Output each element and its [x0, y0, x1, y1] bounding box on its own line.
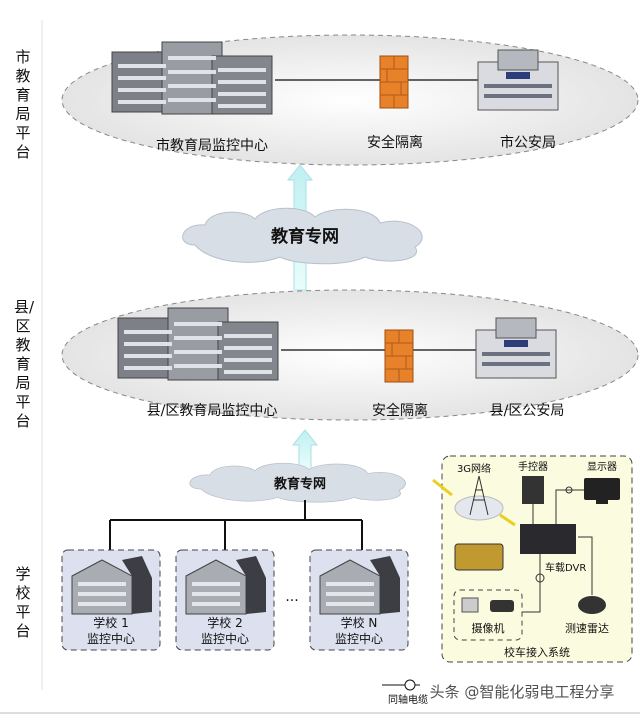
county-center-label: 县/区教育局监控中心 — [147, 403, 278, 419]
coax-legend-label: 同轴电缆 — [388, 693, 428, 706]
wireless-signal-icon — [499, 513, 516, 527]
controller-label: 手控器 — [518, 460, 548, 473]
city-isolation-label: 安全隔离 — [367, 134, 423, 151]
firewall-icon — [384, 329, 414, 383]
county-platform-label: 县/区教育局平台 — [14, 298, 35, 430]
display-icon — [584, 478, 620, 500]
connection-lines — [522, 486, 593, 613]
uplink-arrow — [291, 429, 319, 471]
school-box — [309, 549, 409, 651]
3g-tower-icon — [454, 475, 504, 521]
school-center: 监控中心 — [335, 631, 383, 646]
speed-radar-icon — [578, 596, 606, 614]
camera-icon — [461, 597, 479, 613]
camera-group-box — [453, 589, 523, 641]
city-police-label: 市公安局 — [500, 134, 556, 151]
controller-icon — [522, 476, 544, 504]
radar-label: 测速雷达 — [565, 622, 609, 635]
camera-label: 摄像机 — [472, 621, 505, 635]
school-box — [175, 549, 275, 651]
school-box — [61, 549, 161, 651]
firewall-icon — [379, 55, 409, 109]
wireless-signal-icon — [432, 478, 453, 497]
city-center-label: 市教育局监控中心 — [156, 137, 268, 154]
more-schools-ellipsis: ··· — [285, 593, 298, 609]
3g-network-label: 3G网络 — [457, 462, 491, 475]
coax-legend-symbol — [382, 679, 420, 691]
county-police-label: 县/区公安局 — [490, 403, 565, 419]
school-link-lines — [109, 500, 363, 550]
dvr-label: 车载DVR — [545, 561, 586, 574]
vehicle-dvr-icon — [520, 524, 576, 554]
school-bus-icon — [454, 543, 504, 571]
county-isolation-label: 安全隔离 — [372, 402, 428, 419]
display-label: 显示器 — [587, 461, 617, 473]
school-name: 学校 1 — [93, 615, 128, 630]
camera-icon — [490, 600, 514, 612]
bus-system-title: 校车接入系统 — [504, 645, 570, 659]
school-platform-label: 学校平台 — [15, 565, 31, 640]
school-center: 监控中心 — [201, 631, 249, 646]
school-name: 学校 N — [341, 615, 378, 630]
school-center: 监控中心 — [87, 631, 135, 646]
city-platform-label: 市教育局平台 — [15, 48, 31, 161]
upper-network-label: 教育专网 — [270, 226, 339, 247]
lower-network-label: 教育专网 — [273, 476, 326, 492]
watermark: 头条 @智能化弱电工程分享 — [430, 683, 615, 701]
school-name: 学校 2 — [207, 615, 242, 630]
